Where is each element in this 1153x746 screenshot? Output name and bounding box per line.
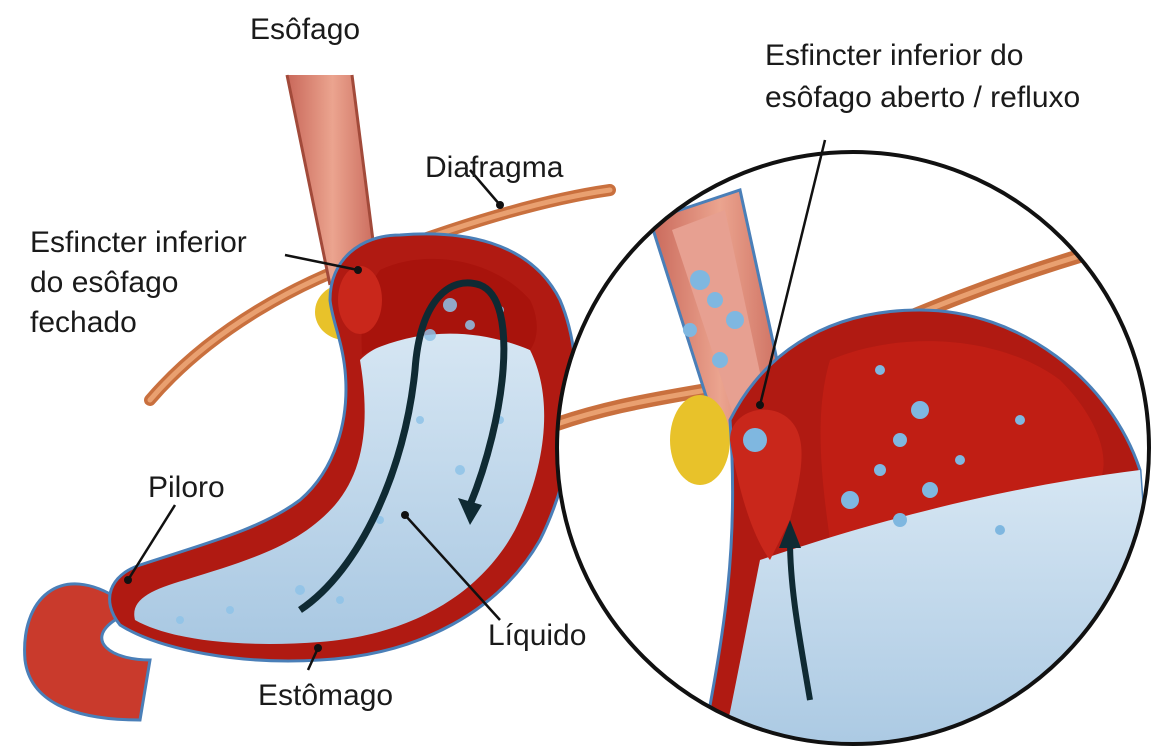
label-diaphragm: Diafragma [425,150,563,186]
label-esophagus: Esôfago [250,12,360,48]
label-pylorus: Piloro [148,470,225,506]
label-stomach: Estômago [258,678,393,714]
magnified-view [540,152,1153,746]
label-liquid: Líquido [488,618,586,654]
